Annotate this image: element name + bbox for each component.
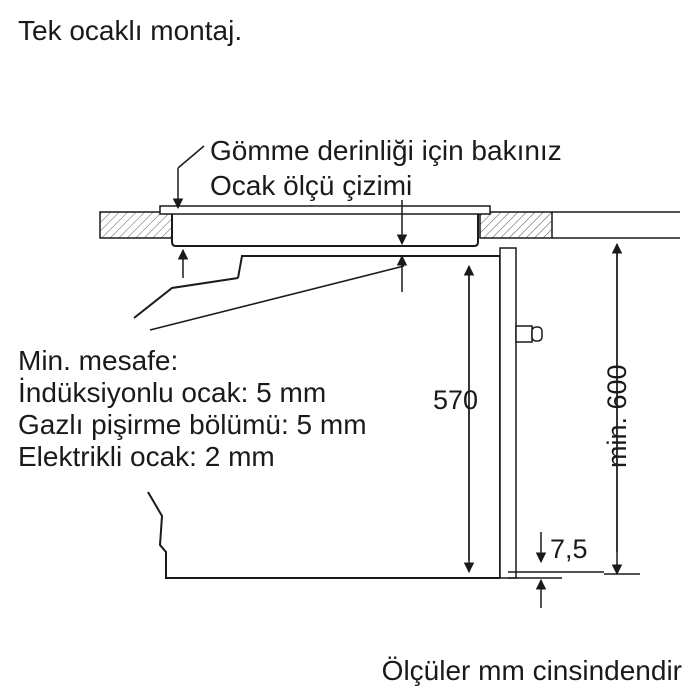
niche-height-label: min. 600 <box>602 364 632 468</box>
bottom-gap-label: 7,5 <box>550 534 588 564</box>
worktop <box>99 211 680 239</box>
units-note: Ölçüler mm cinsindendir <box>382 655 682 686</box>
oven-height-label: 570 <box>433 385 478 415</box>
clearance-gas: Gazlı pişirme bölümü: 5 mm <box>18 409 367 440</box>
clearance-heading: Min. mesafe: <box>18 345 178 376</box>
clearance-induction: İndüksiyonlu ocak: 5 mm <box>18 377 326 408</box>
callout-line-2: Ocak ölçü çizimi <box>210 170 412 201</box>
clearance-electric: Elektrikli ocak: 2 mm <box>18 441 275 472</box>
hob <box>159 205 491 247</box>
niche-height-dimension <box>604 242 640 576</box>
callout-line-1: Gömme derinliği için bakınız <box>210 135 562 166</box>
diagram-title: Tek ocaklı montaj. <box>18 15 242 46</box>
clearance-arrows <box>177 200 408 292</box>
depth-callout-arrow <box>172 145 205 210</box>
bottom-gap-dimension <box>508 532 562 608</box>
oven-front <box>499 247 604 579</box>
